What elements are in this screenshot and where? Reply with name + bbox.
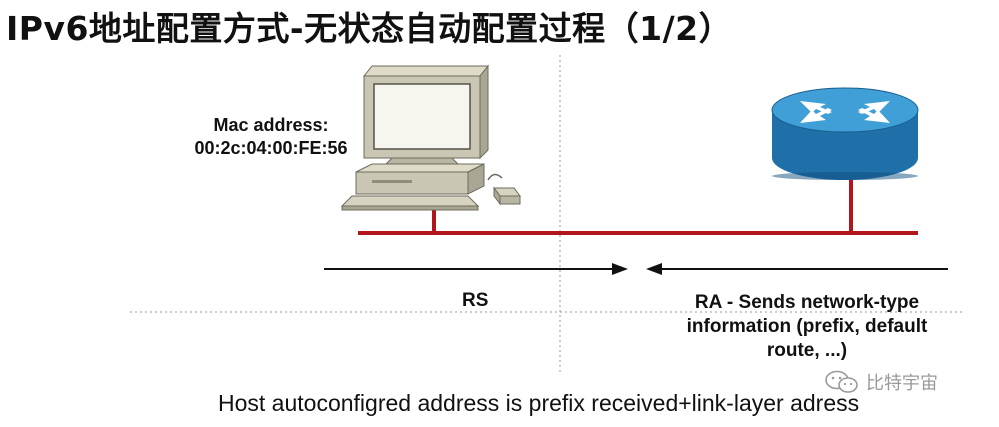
rs-arrow <box>324 263 628 275</box>
computer-icon <box>340 64 521 211</box>
watermark-text: 比特宇宙 <box>866 373 938 394</box>
watermark: 比特宇宙 <box>824 369 938 395</box>
ra-arrow <box>646 263 948 275</box>
rs-label: RS <box>462 290 489 311</box>
ra-label: RA - Sends network-type information (pre… <box>652 291 962 363</box>
caption: Host autoconfigred address is prefix rec… <box>218 390 860 416</box>
ra-label-line1: RA - Sends network-type <box>694 292 920 313</box>
ra-label-line2: information (prefix, default <box>686 316 928 337</box>
mac-label-line2: 00:2c:04:00:FE:56 <box>194 138 348 158</box>
wechat-icon <box>825 370 858 393</box>
ra-label-line3: route, ...) <box>766 340 848 361</box>
mac-address-label: Mac address: 00:2c:04:00:FE:56 <box>166 114 376 160</box>
page-title: IPv6地址配置方式-无状态自动配置过程（1/2） <box>6 9 733 48</box>
mac-label-line1: Mac address: <box>213 115 329 135</box>
router-icon <box>771 87 919 180</box>
